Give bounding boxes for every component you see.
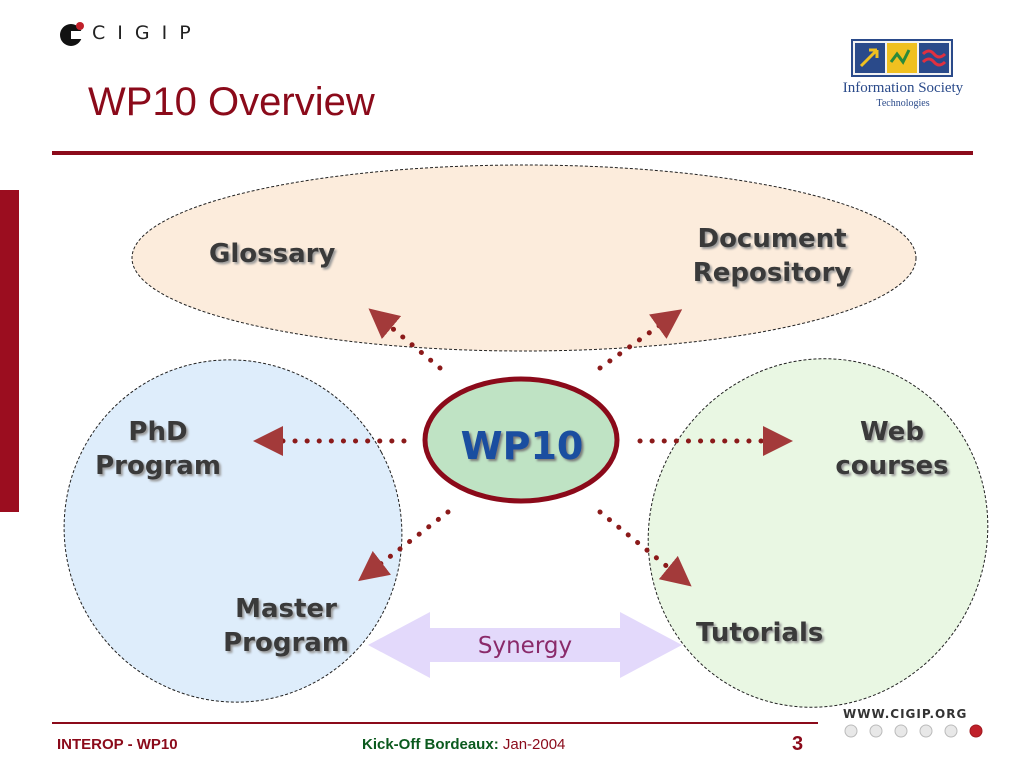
top-ellipse bbox=[131, 164, 917, 352]
page-title: WP10 Overview bbox=[88, 80, 375, 124]
node-document-repository-line1: Document bbox=[697, 224, 847, 254]
connector-repository bbox=[597, 309, 683, 371]
ist-logo-name: Information Society bbox=[842, 80, 964, 96]
footer-project: INTEROP - WP10 bbox=[57, 736, 178, 753]
node-web-line2: courses bbox=[835, 451, 949, 481]
connector-glossary bbox=[368, 308, 443, 371]
node-master-line1: Master bbox=[235, 594, 337, 624]
connector-master bbox=[358, 509, 451, 582]
node-tutorials: Tutorials bbox=[696, 618, 824, 648]
footer-rule bbox=[52, 722, 818, 724]
ist-logo-sub: Technologies bbox=[876, 98, 930, 109]
node-glossary: Glossary bbox=[209, 239, 336, 269]
ist-logo bbox=[851, 39, 953, 77]
node-phd-line2: Program bbox=[95, 451, 221, 481]
node-web-courses: Web courses bbox=[826, 415, 958, 483]
footer-event-date: Jan-2004 bbox=[498, 736, 566, 753]
footer-event-name: Kick-Off Bordeaux: bbox=[362, 736, 499, 753]
hub-ellipse bbox=[422, 376, 620, 504]
synergy-label: Synergy bbox=[477, 633, 573, 659]
node-phd-line1: PhD bbox=[128, 417, 188, 447]
node-web-line1: Web bbox=[860, 417, 924, 447]
header-rule bbox=[52, 151, 973, 155]
cigip-mark-icon bbox=[60, 22, 84, 46]
node-master-line2: Program bbox=[223, 628, 349, 658]
node-master-program: Master Program bbox=[214, 592, 358, 660]
node-document-repository: Document Repository bbox=[684, 222, 860, 290]
synergy-arrow bbox=[368, 612, 682, 678]
left-ellipse bbox=[63, 359, 403, 703]
right-ellipse bbox=[647, 358, 989, 708]
page-number: 3 bbox=[792, 733, 804, 755]
footer-event: Kick-Off Bordeaux: Jan-2004 bbox=[362, 736, 565, 753]
footer-dots bbox=[844, 724, 983, 738]
connector-tutorials bbox=[597, 509, 692, 587]
website-label: WWW.CIGIP.ORG bbox=[843, 707, 968, 721]
node-document-repository-line2: Repository bbox=[692, 258, 852, 288]
brand-name: CIGIP bbox=[92, 22, 203, 44]
node-phd-program: PhD Program bbox=[86, 415, 230, 483]
left-accent-bar bbox=[0, 190, 19, 512]
hub-label: WP10 bbox=[460, 424, 584, 468]
